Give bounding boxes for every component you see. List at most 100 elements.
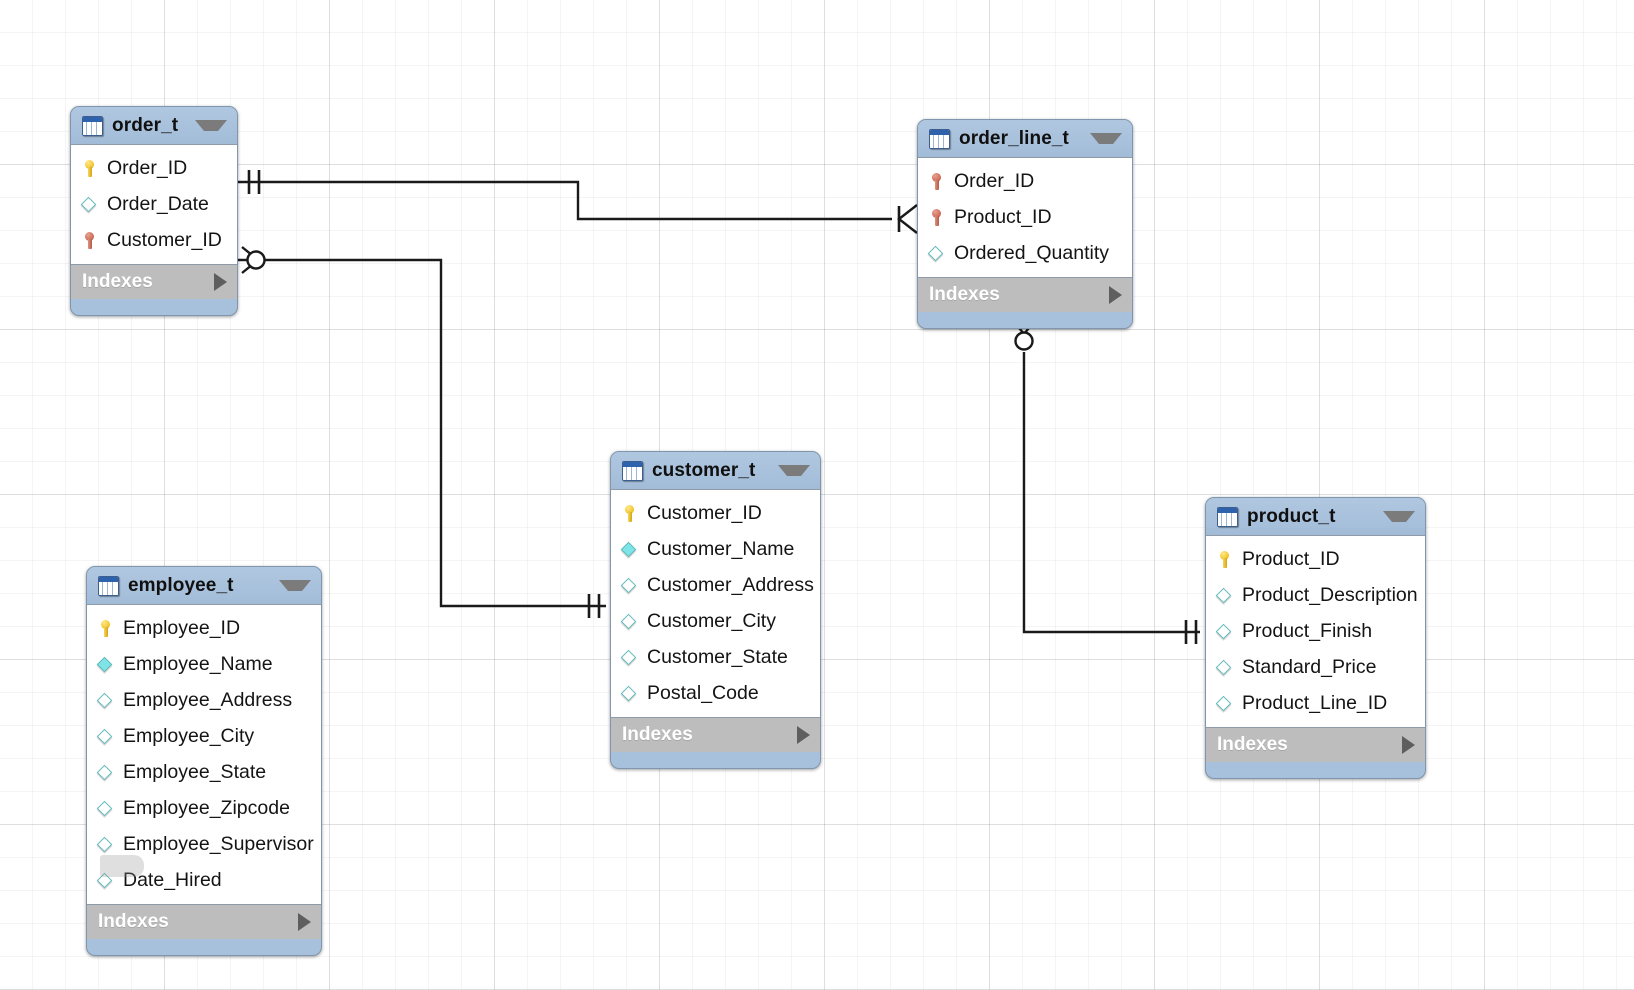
- column-row[interactable]: Employee_ID: [87, 610, 321, 646]
- column-row[interactable]: Standard_Price: [1206, 649, 1425, 685]
- column-name: Employee_Supervisor: [123, 832, 314, 855]
- entity-header-employee_t[interactable]: employee_t: [87, 567, 321, 604]
- column-row[interactable]: Employee_City: [87, 718, 321, 754]
- attribute-diamond-filled-icon: [97, 656, 114, 673]
- relationship-customer-to-order: [238, 246, 606, 618]
- column-name: Product_Finish: [1242, 619, 1373, 642]
- entity-columns-order_line_t: Order_ID Product_ID Ordered_Quantity: [918, 157, 1132, 278]
- column-name: Product_Description: [1242, 583, 1418, 606]
- column-row[interactable]: Employee_Supervisor: [87, 826, 321, 862]
- column-row[interactable]: Customer_ID: [611, 495, 820, 531]
- column-row[interactable]: Postal_Code: [611, 675, 820, 711]
- entity-header-order_t[interactable]: order_t: [71, 107, 237, 144]
- attribute-diamond-icon: [621, 649, 638, 666]
- chevron-right-icon[interactable]: [298, 913, 311, 931]
- column-row[interactable]: Employee_State: [87, 754, 321, 790]
- entity-title: employee_t: [128, 574, 234, 596]
- column-row[interactable]: Product_Line_ID: [1206, 685, 1425, 721]
- entity-title: order_t: [112, 114, 179, 136]
- indexes-section-order_line_t[interactable]: Indexes: [918, 278, 1132, 312]
- column-name: Customer_Address: [647, 573, 814, 596]
- primary-key-icon: [97, 619, 114, 638]
- attribute-diamond-icon: [621, 685, 638, 702]
- column-row[interactable]: Customer_Address: [611, 567, 820, 603]
- column-row[interactable]: Product_ID: [918, 199, 1132, 235]
- indexes-section-employee_t[interactable]: Indexes: [87, 905, 321, 939]
- column-name: Employee_Name: [123, 652, 273, 675]
- column-row[interactable]: Customer_State: [611, 639, 820, 675]
- attribute-diamond-icon: [97, 800, 114, 817]
- entity-title: product_t: [1247, 505, 1336, 527]
- table-icon: [98, 575, 119, 596]
- table-icon: [1217, 506, 1238, 527]
- indexes-section-customer_t[interactable]: Indexes: [611, 718, 820, 752]
- primary-key-icon: [621, 504, 638, 523]
- column-row[interactable]: Employee_Zipcode: [87, 790, 321, 826]
- column-name: Customer_State: [647, 645, 788, 668]
- indexes-section-product_t[interactable]: Indexes: [1206, 728, 1425, 762]
- column-name: Postal_Code: [647, 681, 759, 704]
- column-name: Employee_City: [123, 724, 255, 747]
- column-name: Customer_City: [647, 609, 776, 632]
- entity-header-customer_t[interactable]: customer_t: [611, 452, 820, 489]
- column-name: Order_ID: [954, 169, 1035, 192]
- column-row[interactable]: Order_ID: [918, 163, 1132, 199]
- indexes-label: Indexes: [1217, 734, 1288, 755]
- column-row[interactable]: Date_Hired: [87, 862, 321, 898]
- column-name: Order_Date: [107, 192, 209, 215]
- indexes-section-order_t[interactable]: Indexes: [71, 265, 237, 299]
- primary-key-icon: [1216, 550, 1233, 569]
- relationship-order-to-order-line: [238, 170, 918, 234]
- column-row[interactable]: Product_ID: [1206, 541, 1425, 577]
- column-name: Employee_ID: [123, 616, 241, 639]
- foreign-key-icon: [928, 172, 945, 191]
- column-row[interactable]: Product_Description: [1206, 577, 1425, 613]
- column-name: Employee_Address: [123, 688, 293, 711]
- chevron-down-icon[interactable]: [1090, 133, 1122, 144]
- column-row[interactable]: Employee_Address: [87, 682, 321, 718]
- attribute-diamond-icon: [97, 872, 114, 889]
- chevron-right-icon[interactable]: [1402, 736, 1415, 754]
- entity-title: customer_t: [652, 459, 756, 481]
- chevron-right-icon[interactable]: [214, 273, 227, 291]
- attribute-diamond-icon: [97, 836, 114, 853]
- column-name: Date_Hired: [123, 868, 222, 891]
- column-row[interactable]: Customer_Name: [611, 531, 820, 567]
- attribute-diamond-icon: [928, 245, 945, 262]
- attribute-diamond-icon: [621, 577, 638, 594]
- column-row[interactable]: Order_Date: [71, 186, 237, 222]
- chevron-down-icon[interactable]: [778, 465, 810, 476]
- entity-header-product_t[interactable]: product_t: [1206, 498, 1425, 535]
- column-row[interactable]: Ordered_Quantity: [918, 235, 1132, 271]
- chevron-down-icon[interactable]: [1383, 511, 1415, 522]
- column-row[interactable]: Employee_Name: [87, 646, 321, 682]
- attribute-diamond-filled-icon: [621, 541, 638, 558]
- column-row[interactable]: Customer_ID: [71, 222, 237, 258]
- entity-header-order_line_t[interactable]: order_line_t: [918, 120, 1132, 157]
- chevron-down-icon[interactable]: [279, 580, 311, 591]
- chevron-down-icon[interactable]: [195, 120, 227, 131]
- column-name: Product_ID: [1242, 547, 1340, 570]
- column-name: Order_ID: [107, 156, 188, 179]
- column-row[interactable]: Customer_City: [611, 603, 820, 639]
- attribute-diamond-icon: [1216, 623, 1233, 640]
- chevron-right-icon[interactable]: [797, 726, 810, 744]
- chevron-right-icon[interactable]: [1109, 286, 1122, 304]
- column-name: Customer_ID: [647, 501, 762, 524]
- column-name: Product_ID: [954, 205, 1052, 228]
- column-name: Employee_State: [123, 760, 267, 783]
- indexes-label: Indexes: [82, 271, 153, 292]
- attribute-diamond-icon: [97, 764, 114, 781]
- column-row[interactable]: Product_Finish: [1206, 613, 1425, 649]
- column-name: Product_Line_ID: [1242, 691, 1388, 714]
- column-row[interactable]: Order_ID: [71, 150, 237, 186]
- table-icon: [929, 128, 950, 149]
- column-name: Customer_ID: [107, 228, 222, 251]
